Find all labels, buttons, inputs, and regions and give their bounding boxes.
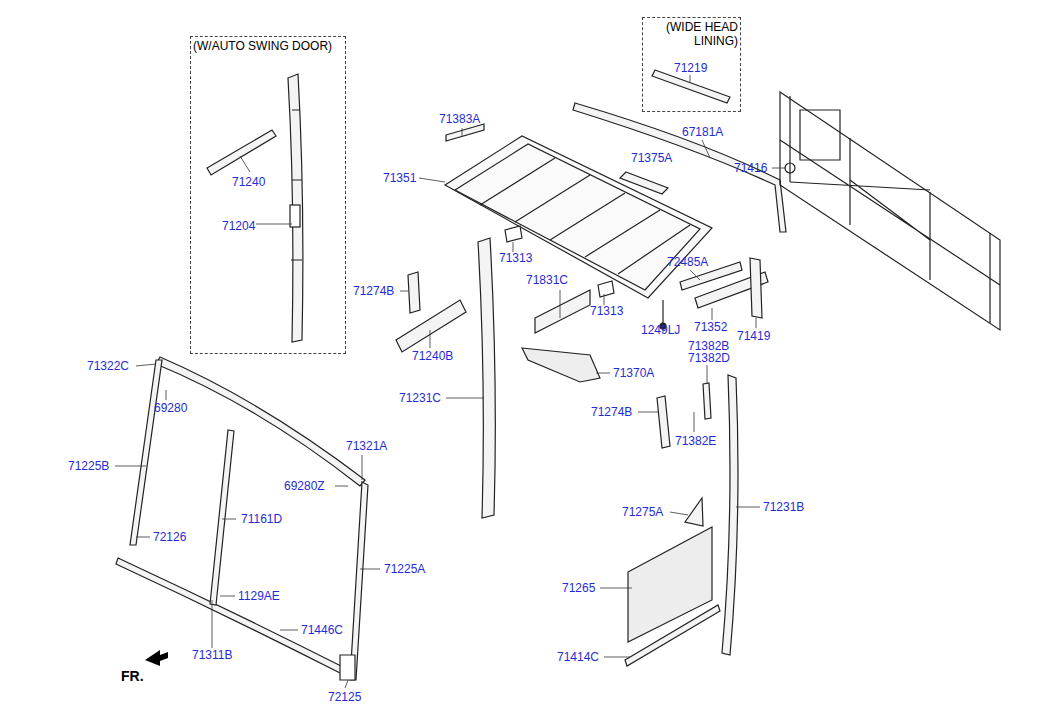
- callout-number: 71231C: [398, 391, 442, 405]
- callout-number: 71831C: [525, 273, 569, 287]
- callout-number: 71446C: [300, 623, 344, 637]
- callout-number: 71351: [382, 171, 417, 185]
- callout-number: 1129AE: [237, 589, 281, 603]
- callout-number: 71383A: [438, 112, 481, 126]
- callout-number: 71225B: [67, 459, 110, 473]
- callout-number: 71240B: [411, 349, 454, 363]
- direction-label: FR.: [120, 669, 145, 683]
- callout-number: 71274B: [352, 284, 395, 298]
- option-heading: (WIDE HEAD LINING): [645, 20, 738, 48]
- callout-number: 71225A: [383, 562, 426, 576]
- callout-number: 69280: [153, 401, 188, 415]
- callout-number: 71382D: [687, 351, 731, 365]
- callout-number: 71321A: [345, 439, 388, 453]
- callout-number: 72126: [152, 530, 187, 544]
- callout-number: 71370A: [612, 366, 655, 380]
- callout-number: 71161D: [240, 512, 283, 526]
- callout-number: 71313: [498, 251, 533, 265]
- callout-number: 71219: [673, 61, 708, 75]
- callout-number: 71311B: [191, 648, 233, 662]
- callout-number: 72125: [327, 690, 362, 704]
- callout-number: 69280Z: [283, 479, 326, 493]
- callout-number: 71382E: [674, 434, 717, 448]
- callout-number: 71313: [589, 304, 624, 318]
- option-heading: (W/AUTO SWING DOOR): [193, 39, 343, 53]
- option-group-box: (WIDE HEAD LINING) 71219: [642, 17, 741, 112]
- callout-number: 71322C: [86, 359, 130, 373]
- callout-number: 71275A: [621, 505, 664, 519]
- callout-number: 67181A: [681, 125, 724, 139]
- callout-number: 71375A: [630, 151, 673, 165]
- callout-number: 71352: [693, 320, 728, 334]
- callout-number: 72485A: [666, 255, 709, 269]
- callout-number: 71419: [736, 329, 771, 343]
- callout-number: 1249LJ: [640, 323, 681, 337]
- option-group-box: (W/AUTO SWING DOOR) 71240 71204: [190, 36, 346, 354]
- callout-number: 71382B: [687, 339, 730, 353]
- callout-number: 71416: [733, 161, 768, 175]
- callout-number: 71274B: [590, 405, 633, 419]
- callout-number: 71231B: [762, 500, 805, 514]
- callout-number: 71204: [221, 219, 256, 233]
- callout-number: 71414C: [556, 650, 600, 664]
- callout-number: 71265: [561, 581, 596, 595]
- callout-number: 71240: [231, 175, 266, 189]
